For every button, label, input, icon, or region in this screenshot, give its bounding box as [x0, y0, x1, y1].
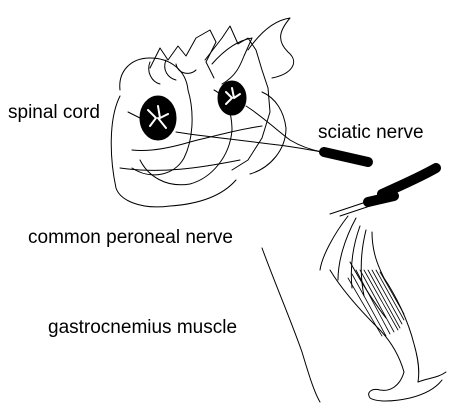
spinal-cord-drawing — [111, 18, 293, 207]
leg-drawing — [262, 216, 446, 402]
muscle-fibres — [348, 270, 404, 336]
label-sciatic-nerve: sciatic nerve — [318, 123, 424, 142]
sciatic-nerve-drawing — [176, 106, 436, 202]
spinal-cord-leader — [128, 112, 140, 118]
recording-electrodes — [140, 81, 246, 140]
label-gastrocnemius-muscle: gastrocnemius muscle — [48, 318, 237, 337]
peroneal-nerve-drawing — [330, 196, 384, 216]
label-spinal-cord: spinal cord — [8, 103, 100, 122]
label-common-peroneal-nerve: common peroneal nerve — [28, 228, 233, 247]
